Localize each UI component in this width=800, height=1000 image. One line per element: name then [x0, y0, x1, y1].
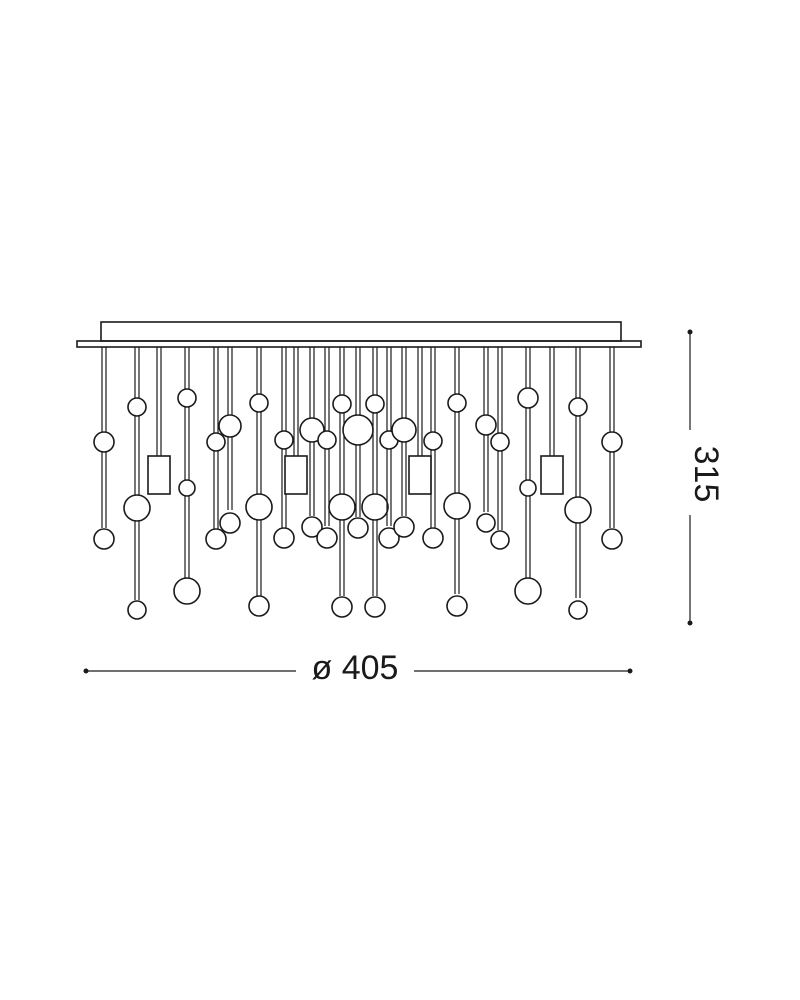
glass-sphere [446, 595, 468, 617]
glass-sphere [301, 516, 323, 538]
glass-sphere [393, 516, 415, 538]
pendant-rod [342, 347, 374, 539]
width-dimension: ø 405 [83, 649, 633, 687]
glass-sphere [342, 414, 374, 446]
led-driver-box [408, 455, 432, 495]
glass-sphere [568, 600, 588, 620]
led-driver-box [540, 455, 564, 495]
height-dimension-endpoint-top [687, 329, 693, 335]
glass-sphere [601, 431, 623, 453]
glass-sphere [447, 393, 467, 413]
pendant-rod [273, 347, 295, 549]
glass-sphere [273, 527, 295, 549]
glass-sphere [123, 494, 151, 522]
glass-sphere [249, 393, 269, 413]
pendant-rod [601, 347, 623, 550]
pendant-rod [316, 347, 338, 549]
glass-sphere [361, 493, 389, 521]
glass-sphere [328, 493, 356, 521]
glass-sphere [443, 492, 471, 520]
glass-sphere [317, 430, 337, 450]
pendant-rod [490, 347, 510, 550]
pendant-rod [422, 347, 444, 549]
glass-sphere [422, 527, 444, 549]
led-driver-box [147, 455, 171, 495]
glass-sphere [178, 479, 196, 497]
glass-sphere [514, 577, 542, 605]
pendant-rod [299, 347, 325, 538]
canopy-top-plate [100, 321, 622, 342]
glass-sphere [475, 414, 497, 436]
glass-sphere [93, 431, 115, 453]
glass-sphere [391, 417, 417, 443]
width-dimension-label: ø 405 [312, 649, 399, 687]
pendant-rod [173, 347, 201, 605]
glass-sphere [316, 527, 338, 549]
pendant-rod [443, 347, 471, 617]
glass-sphere [245, 493, 273, 521]
pendant-rod [361, 347, 389, 618]
glass-sphere [331, 596, 353, 618]
glass-sphere [205, 528, 227, 550]
glass-sphere [365, 394, 385, 414]
pendant-rod [123, 347, 151, 620]
pendant-rod [475, 347, 497, 533]
glass-sphere [347, 517, 369, 539]
led-driver-box [284, 455, 308, 495]
glass-sphere [519, 479, 537, 497]
glass-sphere [423, 431, 443, 451]
glass-sphere [219, 512, 241, 534]
glass-sphere [378, 527, 400, 549]
pendant-rod [328, 347, 356, 618]
glass-sphere [601, 528, 623, 550]
height-dimension-endpoint-bottom [687, 620, 693, 626]
glass-sphere [364, 596, 386, 618]
pendant-rod [245, 347, 273, 617]
glass-sphere [299, 417, 325, 443]
glass-sphere [490, 432, 510, 452]
pendant-rod [218, 347, 242, 534]
glass-sphere [517, 387, 539, 409]
glass-sphere [274, 430, 294, 450]
pendant-rod [391, 347, 417, 538]
ceiling-canopy [76, 321, 642, 348]
glass-sphere [476, 513, 496, 533]
width-dimension-endpoint-right [627, 668, 633, 674]
glass-sphere [248, 595, 270, 617]
glass-sphere [93, 528, 115, 550]
height-dimension-label: 315 [687, 446, 725, 503]
pendant-rod [564, 347, 592, 620]
pendant-rod [540, 347, 564, 495]
canopy-base-plate [76, 340, 642, 348]
pendant-rod [93, 347, 115, 550]
pendant-rod [147, 347, 171, 495]
glass-sphere [568, 397, 588, 417]
pendant-rod [284, 347, 308, 495]
glass-sphere [206, 432, 226, 452]
glass-sphere [332, 394, 352, 414]
pendant-rod [408, 347, 432, 495]
glass-sphere [564, 496, 592, 524]
glass-sphere [490, 530, 510, 550]
width-dimension-endpoint-left [83, 668, 89, 674]
height-dimension: 315 [687, 329, 725, 626]
glass-sphere [127, 397, 147, 417]
glass-sphere [127, 600, 147, 620]
pendant-rod [205, 347, 227, 550]
pendant-rods-group [93, 347, 623, 620]
pendant-rod [514, 347, 542, 605]
glass-sphere [218, 414, 242, 438]
glass-sphere [173, 577, 201, 605]
glass-sphere [177, 388, 197, 408]
